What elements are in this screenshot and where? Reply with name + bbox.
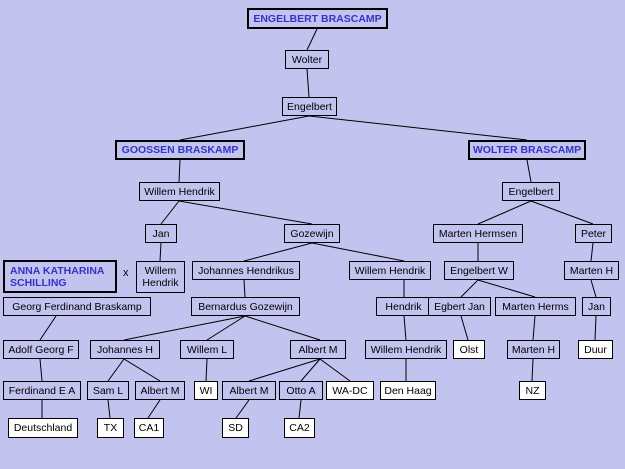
ferdinand-e-a-node: Ferdinand E A (3, 381, 81, 400)
adolf-georg-f-node: Adolf Georg F (3, 340, 79, 359)
wa-dc-node: WA-DC (326, 381, 374, 400)
willem-l-node: Willem L (180, 340, 234, 359)
ca2-node: CA2 (284, 418, 315, 438)
otto-a-node: Otto A (279, 381, 323, 400)
den-haag-node: Den Haag (380, 381, 436, 400)
willem-hendrik-node: Willem Hendrik (365, 340, 447, 359)
albert-m-node: Albert M (135, 381, 185, 400)
engelbert-node: Engelbert (502, 182, 560, 201)
duur-node: Duur (578, 340, 613, 359)
johannes-hendrikus-node: Johannes Hendrikus (192, 261, 300, 280)
marten-herms-node: Marten Herms (495, 297, 576, 316)
wi-node: WI (194, 381, 218, 400)
nz-node: NZ (519, 381, 546, 400)
gozewijn-node: Gozewijn (284, 224, 340, 243)
marten-hermsen-node: Marten Hermsen (433, 224, 523, 243)
albert-m-node: Albert M (290, 340, 346, 359)
deutschland-node: Deutschland (8, 418, 78, 438)
georg-ferdinand-braskamp-node: Georg Ferdinand Braskamp (3, 297, 151, 316)
ca1-node: CA1 (134, 418, 164, 438)
olst-node: Olst (453, 340, 485, 359)
egbert-jan-node: Egbert Jan (428, 297, 491, 316)
anna-katharina-schilling-node: ANNA KATHARINA SCHILLING (3, 260, 117, 293)
goossen-braskamp-node: GOOSSEN BRASKAMP (115, 140, 245, 160)
wolter-brascamp-node: WOLTER BRASCAMP (468, 140, 586, 160)
johannes-h-node: Johannes H (90, 340, 160, 359)
sd-node: SD (222, 418, 249, 438)
albert-m-node: Albert M (222, 381, 276, 400)
willem-hendrik-node: Willem Hendrik (349, 261, 431, 280)
tx-node: TX (97, 418, 124, 438)
marriage-marker: x (123, 267, 129, 279)
willem-hendrik-node: Willem Hendrik (139, 182, 220, 201)
jan-node: Jan (582, 297, 611, 316)
engelbert-braskamp-node: ENGELBERT BRASCAMP (247, 8, 388, 29)
peter-node: Peter (575, 224, 612, 243)
engelbert-w-node: Engelbert W (444, 261, 514, 280)
jan-node: Jan (145, 224, 177, 243)
bernardus-gozewijn-node: Bernardus Gozewijn (191, 297, 300, 316)
marten-h-node: Marten H (507, 340, 560, 359)
wolter-node: Wolter (285, 50, 329, 69)
sam-l-node: Sam L (87, 381, 129, 400)
willem-hendrik-node: Willem Hendrik (136, 261, 185, 293)
engelbert-node: Engelbert (282, 97, 337, 116)
marten-h-node: Marten H (564, 261, 619, 280)
hendrik-node: Hendrik (376, 297, 431, 316)
